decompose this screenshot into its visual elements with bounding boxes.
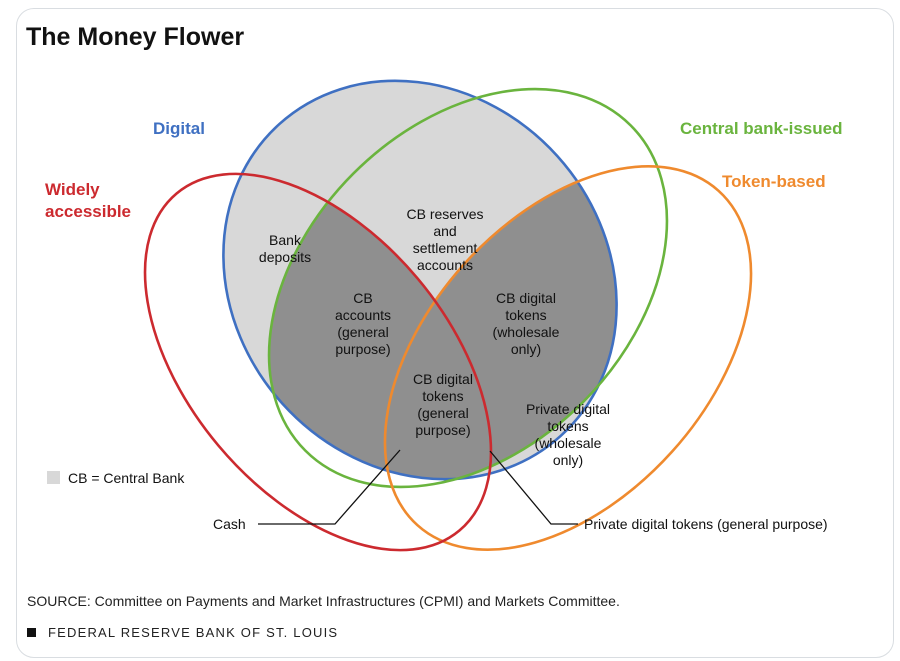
footer-bullet <box>27 628 36 637</box>
region-text-line: deposits <box>259 249 311 265</box>
region-text-line: only) <box>553 452 583 468</box>
token-based-ellipse <box>383 165 753 551</box>
region-text-line: settlement <box>413 240 478 256</box>
set-label-digital: Digital <box>153 119 205 138</box>
region-text-line: Private digital <box>526 401 610 417</box>
region-text-line: tokens <box>547 418 588 434</box>
region-text-line: CB <box>353 290 372 306</box>
digital-ellipse <box>222 79 618 481</box>
region-text-line: Bank <box>269 232 302 248</box>
region-text-line: accounts <box>335 307 391 323</box>
region-text-line: tokens <box>422 388 463 404</box>
region-cb-accounts: CB accounts (general purpose) <box>335 290 391 357</box>
region-bank-deposits: Bank deposits <box>259 232 311 265</box>
region-text-line: CB digital <box>413 371 473 387</box>
region-text-line: only) <box>511 341 541 357</box>
region-text-line: CB reserves <box>406 206 483 222</box>
legend-label: CB = Central Bank <box>68 470 185 486</box>
footer-text: FEDERAL RESERVE BANK OF ST. LOUIS <box>48 625 338 640</box>
region-text-line: (wholesale <box>493 324 560 340</box>
region-private-digital-tokens-wholesale: Private digital tokens (wholesale only) <box>526 401 610 468</box>
set-label-token-based: Token-based <box>722 172 826 191</box>
set-label-widely-accessible-2: accessible <box>45 202 131 221</box>
region-text-line: accounts <box>417 257 473 273</box>
callout-private-digital-tokens-general: Private digital tokens (general purpose) <box>584 516 828 532</box>
set-label-central-bank-issued: Central bank-issued <box>680 119 843 138</box>
region-cb-reserves: CB reserves and settlement accounts <box>406 206 483 273</box>
callout-cash: Cash <box>213 516 246 532</box>
region-text-line: (general <box>417 405 468 421</box>
region-text-line: purpose) <box>335 341 390 357</box>
set-label-widely-accessible-1: Widely <box>45 180 100 199</box>
region-cb-digital-tokens-general: CB digital tokens (general purpose) <box>413 371 473 438</box>
region-text-line: CB digital <box>496 290 556 306</box>
region-text-line: tokens <box>505 307 546 323</box>
region-cb-digital-tokens-wholesale: CB digital tokens (wholesale only) <box>493 290 560 357</box>
region-text-line: (wholesale <box>535 435 602 451</box>
widely-accessible-ellipse <box>143 172 493 552</box>
figure-title: The Money Flower <box>26 23 244 51</box>
legend-swatch <box>47 471 60 484</box>
cash-leader-line <box>258 449 401 525</box>
region-text-line: and <box>433 223 456 239</box>
region-text-line: purpose) <box>415 422 470 438</box>
private-general-leader-line <box>489 450 578 525</box>
region-text-line: (general <box>337 324 388 340</box>
central-bank-ellipse <box>267 87 669 489</box>
source-note: SOURCE: Committee on Payments and Market… <box>27 593 620 609</box>
